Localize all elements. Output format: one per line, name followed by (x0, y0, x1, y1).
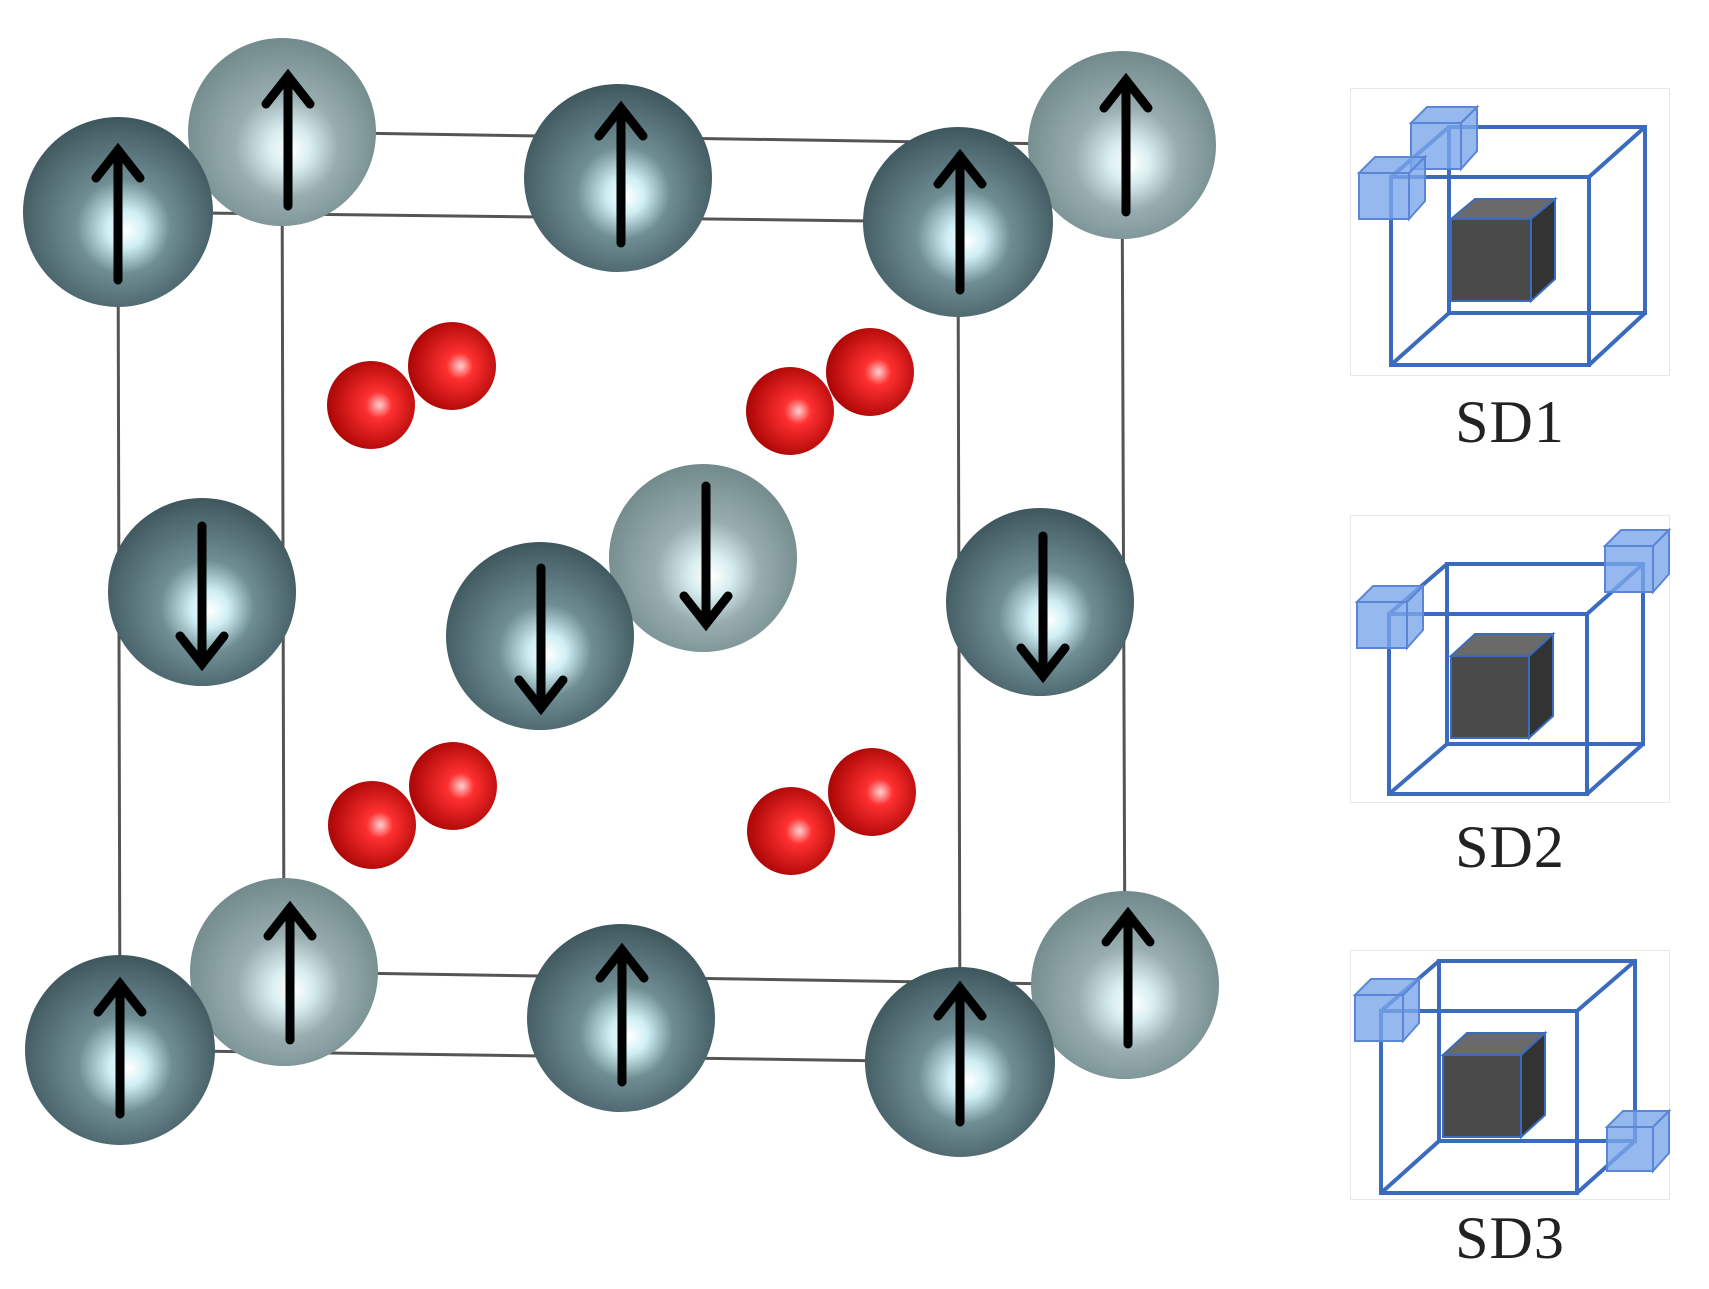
sd1-panel: SD1 (1350, 88, 1670, 455)
spin-up-arrow (93, 976, 147, 1119)
oxygen-atom (409, 742, 497, 830)
oxygen-atom (746, 367, 834, 455)
oxygen-atom (826, 328, 914, 416)
back-atoms (108, 38, 1219, 1112)
sd2-defect-diagram (1354, 527, 1671, 796)
sd1-thumbnail (1350, 88, 1670, 376)
sd3-core-cube (1440, 1030, 1548, 1140)
front-atoms (23, 117, 1055, 1157)
defect-cube (1354, 583, 1426, 651)
sd3-panel: SD3 (1350, 950, 1671, 1271)
spin-up-arrow (595, 942, 649, 1087)
spin-down-arrow (679, 481, 733, 632)
sd3-defect-cubes (1352, 976, 1671, 1174)
oxygen-atom (408, 322, 496, 410)
defect-cube (1352, 976, 1422, 1044)
sd1-defect-cubes (1356, 104, 1480, 222)
oxygen-atoms (327, 322, 916, 875)
oxygen-atom (747, 787, 835, 875)
sd1-label: SD1 (1455, 389, 1565, 455)
sd2-thumbnail (1350, 515, 1671, 803)
cation-atom (190, 878, 378, 1066)
defect-cube (1604, 1108, 1671, 1174)
sd1-core-cube (1448, 196, 1558, 304)
sd3-defect-diagram (1352, 959, 1671, 1195)
defect-cube (1602, 527, 1671, 595)
sd2-label: SD2 (1455, 814, 1565, 880)
spin-up-arrow (933, 148, 987, 295)
sd1-defect-diagram (1356, 104, 1647, 367)
spin-up-arrow (933, 980, 987, 1127)
oxygen-atom (327, 361, 415, 449)
sd2-panel: SD2 (1350, 515, 1671, 880)
spin-up-arrow (261, 68, 315, 211)
spin-down-arrow (514, 563, 568, 716)
spin-arrows (91, 68, 1155, 1127)
sd3-label: SD3 (1455, 1205, 1565, 1271)
sd2-core-cube (1448, 631, 1556, 741)
spin-up-arrow (594, 100, 648, 248)
spin-down-arrow (1016, 531, 1070, 684)
defect-cube (1356, 154, 1428, 222)
sd2-defect-cubes (1354, 527, 1671, 651)
oxygen-atom (828, 748, 916, 836)
spin-up-arrow (263, 900, 317, 1045)
spin-down-arrow (175, 521, 229, 672)
spin-up-arrow (91, 142, 145, 285)
oxygen-atom (328, 781, 416, 869)
cation-atom (188, 38, 376, 226)
sd3-thumbnail (1350, 950, 1671, 1200)
spin-up-arrow (1099, 72, 1153, 217)
spin-up-arrow (1101, 906, 1155, 1049)
